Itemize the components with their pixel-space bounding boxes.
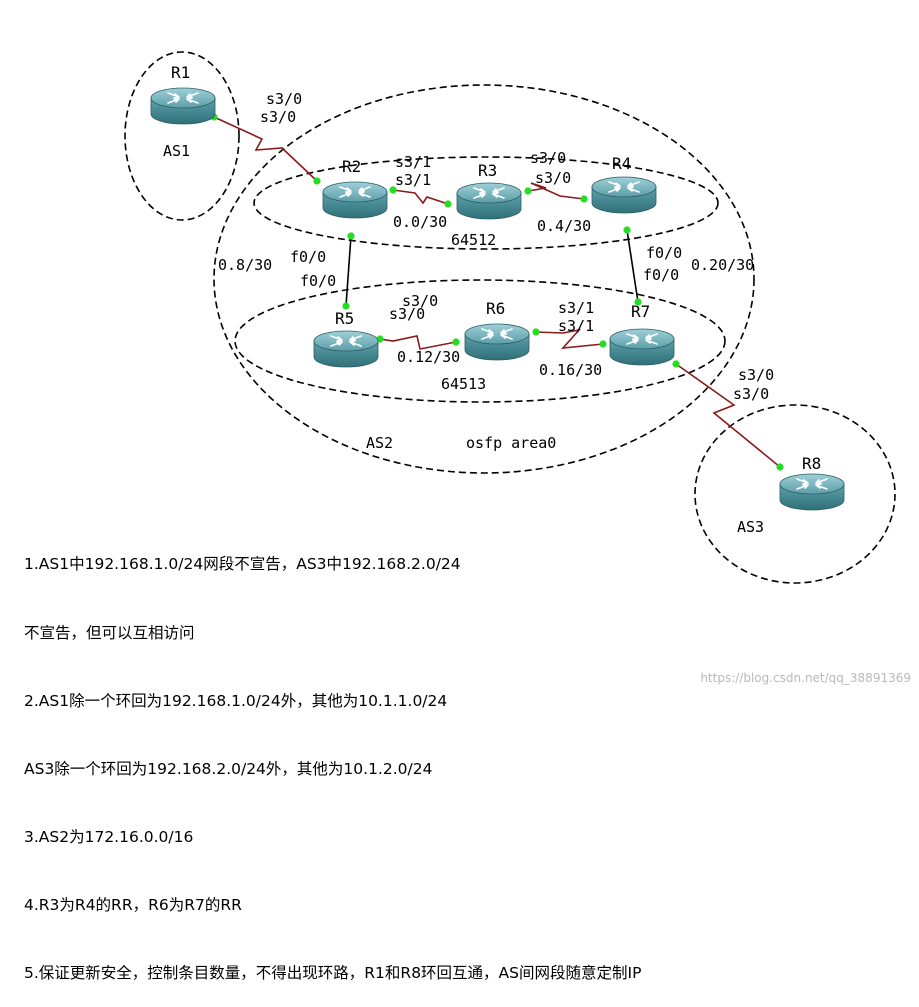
router-r8[interactable] <box>779 473 845 511</box>
router-r1[interactable] <box>150 87 216 125</box>
router-icon <box>464 323 530 361</box>
router-r4[interactable] <box>591 176 657 214</box>
router-icon <box>779 473 845 511</box>
link-r1-r2 <box>213 116 318 182</box>
interface-label: s3/0 <box>733 385 769 403</box>
topology-diagram: R1 R2 R3 R4 R5 R6 R7 R8 AS1 AS2 AS3 osfp… <box>24 51 911 982</box>
port-dot <box>313 177 321 185</box>
router-r5-label: R5 <box>335 309 354 328</box>
router-r3-label: R3 <box>478 161 497 180</box>
interface-label: f0/0 <box>643 266 679 284</box>
as3-label: AS3 <box>737 518 764 536</box>
note-line: 1.AS1中192.168.1.0/24网段不宣告，AS3中192.168.2.… <box>24 555 461 574</box>
router-icon <box>322 181 388 219</box>
topology-canvas: R1 R2 R3 R4 R5 R6 R7 R8 AS1 AS2 AS3 osfp… <box>124 51 896 584</box>
router-icon <box>150 87 216 125</box>
router-r8-label: R8 <box>802 454 821 473</box>
link-r7-r8 <box>675 363 781 468</box>
bgp-as-64513-boundary <box>234 279 726 403</box>
port-dot <box>347 232 355 240</box>
interface-label: s3/0 <box>260 108 296 126</box>
link-r4-r7 <box>626 229 639 303</box>
router-r6-label: R6 <box>486 299 505 318</box>
port-dot <box>342 302 350 310</box>
router-r5[interactable] <box>313 330 379 368</box>
note-line: 4.R3为R4的RR，R6为R7的RR <box>24 895 242 914</box>
router-r3[interactable] <box>456 182 522 220</box>
link-r6-r7 <box>535 328 604 349</box>
port-dot <box>389 186 397 194</box>
note-line: 2.AS1除一个环回为192.168.1.0/24外，其他为10.1.1.0/2… <box>24 691 448 710</box>
as1-boundary <box>124 51 240 221</box>
links <box>213 116 781 468</box>
subnet-label: 0.0/30 <box>393 213 447 231</box>
link-r5-r6 <box>379 335 457 350</box>
router-r4-label: R4 <box>612 154 631 173</box>
interface-label: s3/1 <box>558 299 594 317</box>
as1-label: AS1 <box>163 142 190 160</box>
port-dot <box>672 360 680 368</box>
port-dot <box>452 338 460 346</box>
link-r3-r4 <box>527 182 585 200</box>
interface-label: s3/0 <box>402 292 438 310</box>
interface-label: s3/1 <box>395 153 431 171</box>
interface-label: f0/0 <box>290 248 326 266</box>
port-dot <box>580 195 588 203</box>
interface-label: s3/0 <box>389 305 425 323</box>
link-r2-r5 <box>345 235 352 307</box>
port-dot <box>623 226 631 234</box>
router-icon <box>591 176 657 214</box>
interface-label: s3/0 <box>535 169 571 187</box>
router-r7-label: R7 <box>631 302 650 321</box>
port-dot <box>776 463 784 471</box>
router-icon <box>456 182 522 220</box>
interface-label: s3/1 <box>395 171 431 189</box>
router-r7[interactable] <box>609 328 675 366</box>
router-r1-label: R1 <box>171 63 190 82</box>
port-dot <box>524 187 532 195</box>
router-r2-label: R2 <box>342 157 361 176</box>
note-line: AS3除一个环回为192.168.2.0/24外，其他为10.1.2.0/24 <box>24 759 433 778</box>
as3-boundary <box>694 404 896 584</box>
interface-label: s3/0 <box>530 149 566 167</box>
interface-label: s3/0 <box>266 90 302 108</box>
subnet-label: 0.20/30 <box>691 256 754 274</box>
port-dot <box>599 340 607 348</box>
bgp-as-64512-label: 64512 <box>451 231 496 249</box>
note-line: 3.AS2为172.16.0.0/16 <box>24 827 194 846</box>
link-r2-r3 <box>392 189 449 205</box>
bgp-as-64513-label: 64513 <box>441 375 486 393</box>
note-line: 5.保证更新安全，控制条目数量，不得出现环路，R1和R8环回互通，AS间网段随意… <box>24 964 642 983</box>
as2-label: AS2 <box>366 434 393 452</box>
interface-label: f0/0 <box>646 244 682 262</box>
port-dot <box>634 298 642 306</box>
subnet-label: 0.4/30 <box>537 217 591 235</box>
as2-boundary <box>213 84 755 474</box>
ospf-area-label: osfp area0 <box>466 434 556 452</box>
note-line: 不宣告，但可以互相访问 <box>24 623 195 642</box>
router-r6[interactable] <box>464 323 530 361</box>
interface-label: s3/0 <box>738 366 774 384</box>
subnet-label: 0.12/30 <box>397 348 460 366</box>
requirements-notes: 1.AS1中192.168.1.0/24网段不宣告，AS3中192.168.2.… <box>24 508 904 1007</box>
port-dot <box>444 200 452 208</box>
watermark: https://blog.csdn.net/qq_38891369 <box>700 671 911 685</box>
router-r2[interactable] <box>322 181 388 219</box>
port-dot <box>532 328 540 336</box>
router-icon <box>609 328 675 366</box>
interface-label: s3/1 <box>558 317 594 335</box>
bgp-as-64512-boundary <box>253 156 719 250</box>
subnet-label: 0.8/30 <box>218 256 272 274</box>
interface-label: f0/0 <box>300 272 336 290</box>
subnet-label: 0.16/30 <box>539 361 602 379</box>
router-icon <box>313 330 379 368</box>
